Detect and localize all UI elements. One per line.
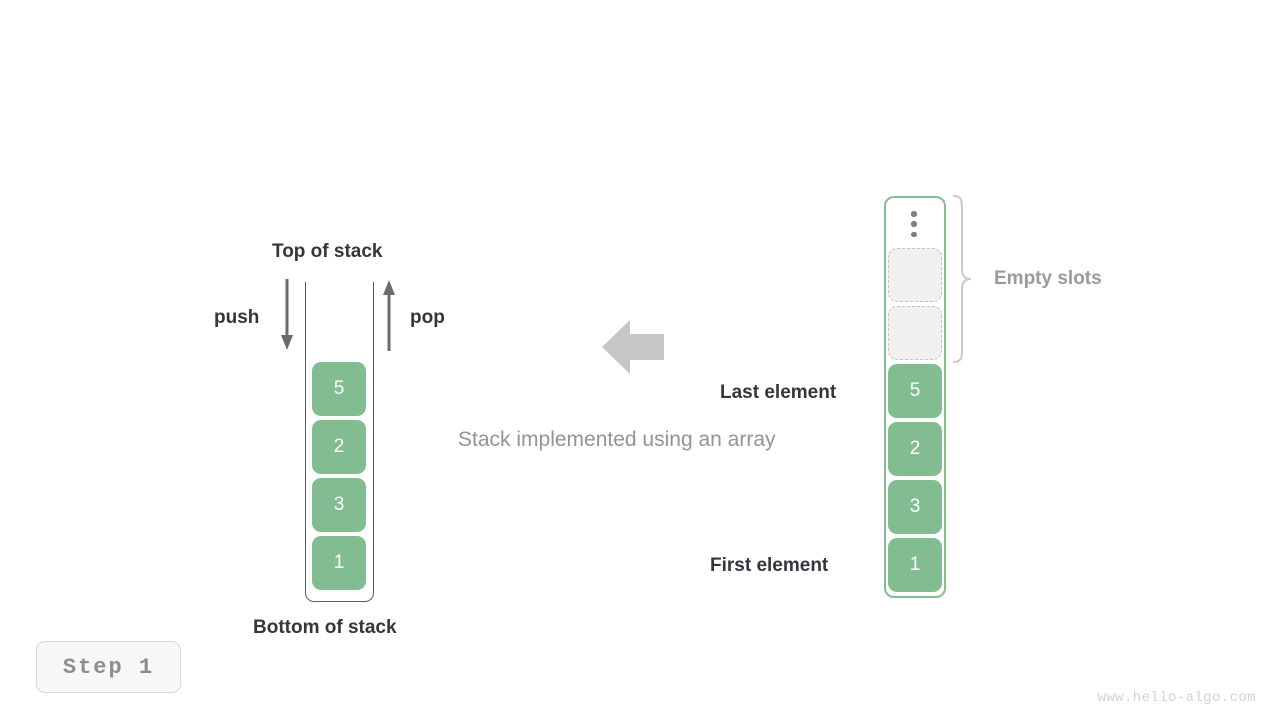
bottom-of-stack-label: Bottom of stack	[253, 617, 397, 638]
arrow-left-icon	[602, 320, 664, 374]
stack-element: 3	[312, 478, 366, 532]
step-badge: Step 1	[36, 641, 181, 693]
arrow-down-icon	[281, 279, 293, 350]
vertical-ellipsis-icon	[910, 211, 918, 237]
array-element: 2	[888, 422, 942, 476]
stack-element-list: 5 2 3 1	[312, 362, 366, 590]
push-label: push	[214, 307, 260, 328]
array-element: 5	[888, 364, 942, 418]
step-badge-label: Step 1	[62, 654, 155, 680]
array-element: 3	[888, 480, 942, 534]
diagram-caption: Stack implemented using an array	[458, 428, 776, 451]
watermark: www.hello-algo.com	[1097, 690, 1256, 706]
arrow-up-icon	[383, 280, 395, 351]
array-empty-slot	[888, 248, 942, 302]
stack-container	[305, 282, 374, 602]
last-element-label: Last element	[720, 382, 837, 403]
empty-slots-label: Empty slots	[994, 268, 1102, 289]
top-of-stack-label: Top of stack	[272, 241, 383, 262]
ellipsis-dot	[911, 231, 917, 237]
array-empty-slot	[888, 306, 942, 360]
stack-element: 1	[312, 536, 366, 590]
pop-label: pop	[410, 307, 445, 328]
stack-element: 2	[312, 420, 366, 474]
array-element: 1	[888, 538, 942, 592]
array-slot-list: 5 2 3 1	[888, 248, 942, 592]
first-element-label: First element	[710, 555, 829, 576]
empty-slots-brace	[953, 195, 972, 363]
ellipsis-dot	[911, 211, 917, 217]
stack-element: 5	[312, 362, 366, 416]
ellipsis-dot	[911, 221, 917, 227]
